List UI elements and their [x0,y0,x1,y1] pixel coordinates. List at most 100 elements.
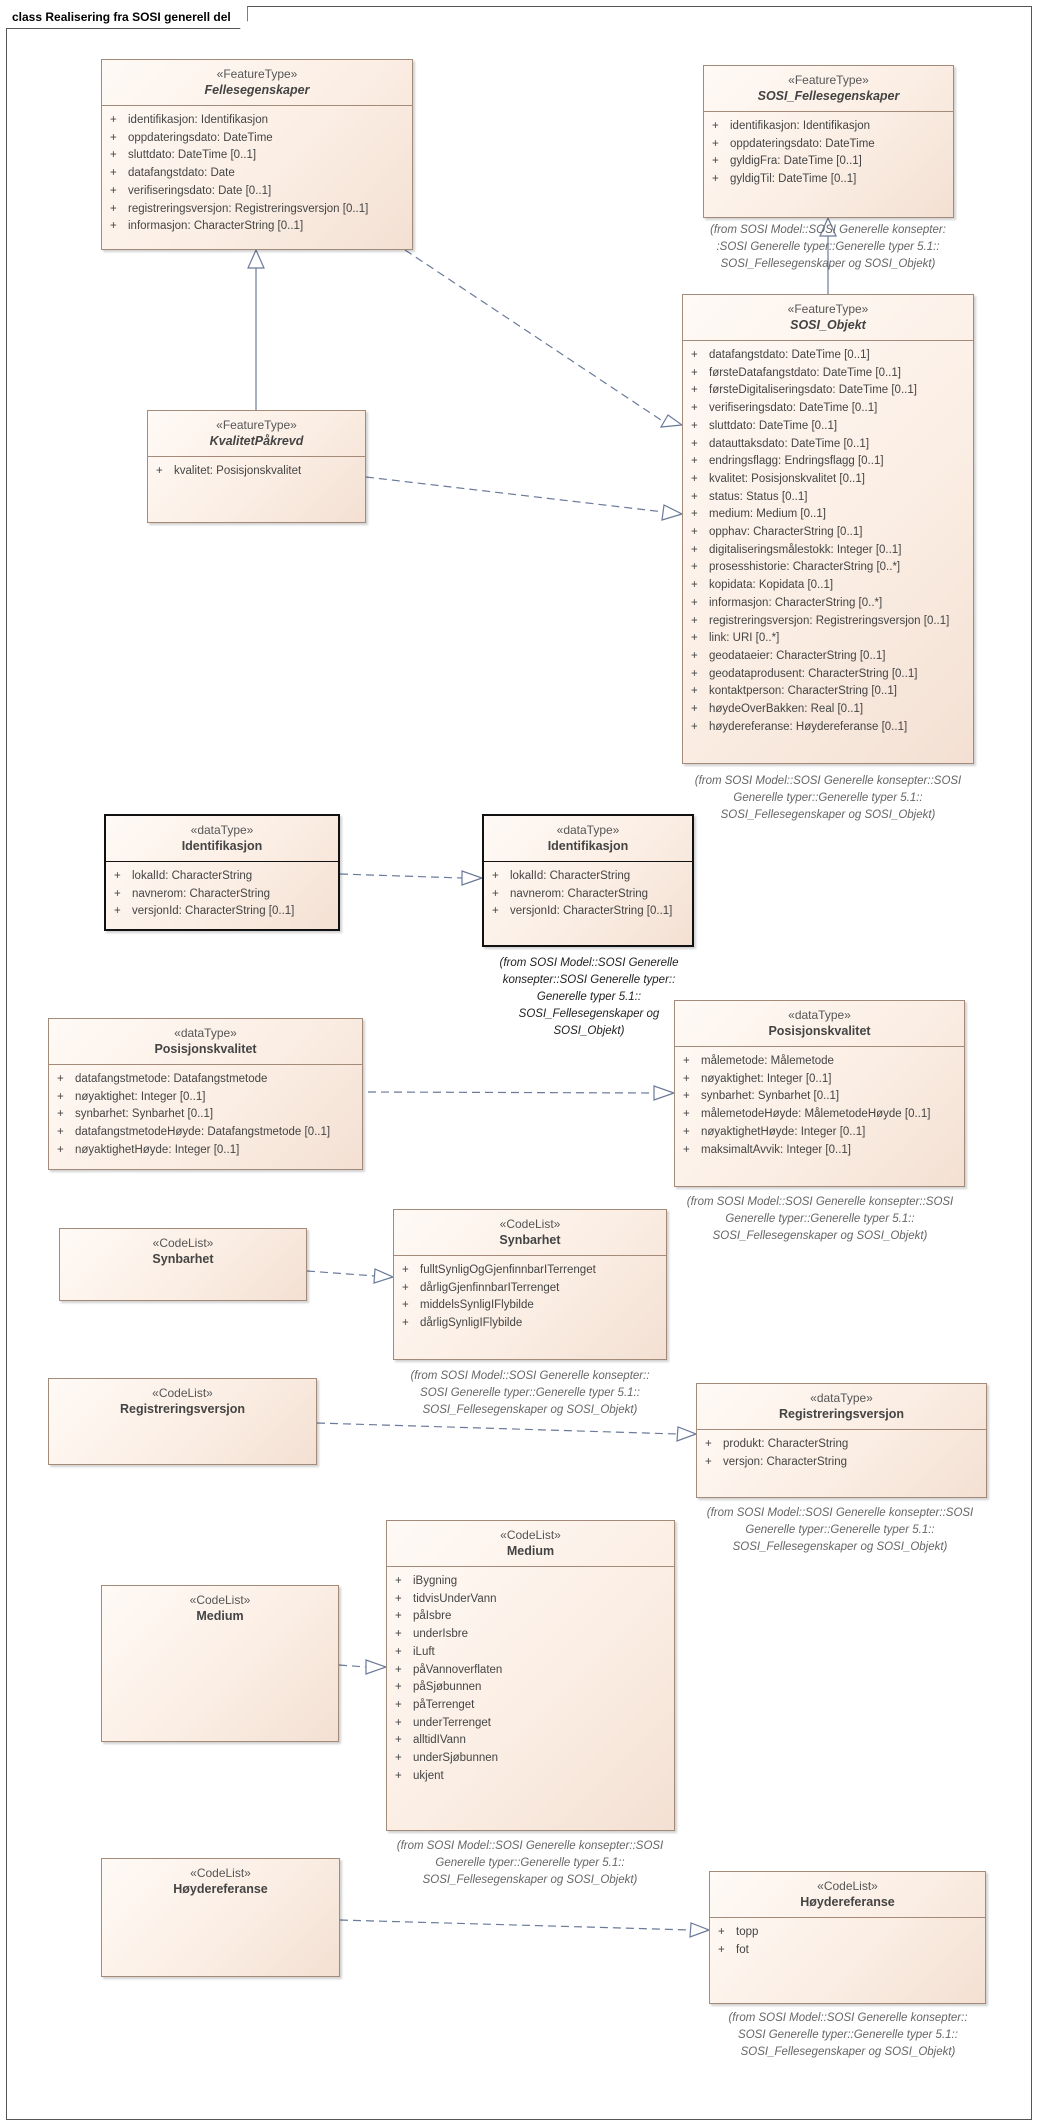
attribute-row[interactable]: +datafangstdato: DateTime [0..1] [683,347,973,365]
class-fellesegenskaper[interactable]: «FeatureType» Fellesegenskaper +identifi… [101,59,413,250]
attribute-row[interactable]: +informasjon: CharacterString [0..1] [102,218,412,236]
attribute-row[interactable]: +nøyaktighetHøyde: Integer [0..1] [675,1124,964,1142]
attribute-row[interactable]: +tidvisUnderVann [387,1591,674,1609]
attribute-row[interactable]: +registreringsversjon: Registreringsvers… [102,201,412,219]
class-synbarhet-sosi[interactable]: «CodeList» Synbarhet +fulltSynligOgGjenf… [393,1209,667,1360]
attribute-row[interactable]: +fot [710,1942,985,1960]
attribute-row[interactable]: +høydereferanse: Høydereferanse [0..1] [683,719,973,737]
attribute-row[interactable]: +versjon: CharacterString [697,1454,986,1472]
attribute-row[interactable]: +lokalId: CharacterString [106,868,338,886]
attribute-row[interactable]: +gyldigFra: DateTime [0..1] [704,153,953,171]
attribute-row[interactable]: +navnerom: CharacterString [106,886,338,904]
attribute-text: kvalitet: Posisjonskvalitet [174,465,302,477]
attribute-row[interactable]: +versjonId: CharacterString [0..1] [484,903,692,921]
attribute-row[interactable]: +iBygning [387,1573,674,1591]
attribute-row[interactable]: +verifiseringsdato: DateTime [0..1] [683,400,973,418]
attribute-row[interactable]: +opphav: CharacterString [0..1] [683,524,973,542]
attribute-row[interactable]: +status: Status [0..1] [683,489,973,507]
attribute-row[interactable]: +sluttdato: DateTime [0..1] [102,147,412,165]
attribute-row[interactable]: +underIsbre [387,1626,674,1644]
attribute-row[interactable]: +påVannoverflaten [387,1662,674,1680]
attribute-row[interactable]: +kontaktperson: CharacterString [0..1] [683,683,973,701]
attribute-row[interactable]: +identifikasjon: Identifikasjon [102,112,412,130]
attribute-row[interactable]: +førsteDigitaliseringsdato: DateTime [0.… [683,382,973,400]
attribute-row[interactable]: +gyldigTil: DateTime [0..1] [704,171,953,189]
attribute-row[interactable]: +datauttaksdato: DateTime [0..1] [683,436,973,454]
attribute-row[interactable]: +påTerrenget [387,1697,674,1715]
class-sosi-fellesegenskaper[interactable]: «FeatureType» SOSI_Fellesegenskaper +ide… [703,65,954,218]
attribute-row[interactable]: +underTerrenget [387,1715,674,1733]
attribute-row[interactable]: +underSjøbunnen [387,1750,674,1768]
class-identifikasjon[interactable]: «dataType» Identifikasjon +lokalId: Char… [104,814,340,931]
attribute-row[interactable]: +datafangstmetode: Datafangstmetode [49,1071,362,1089]
attribute-row[interactable]: +navnerom: CharacterString [484,886,692,904]
attribute-row[interactable]: +endringsflagg: Endringsflagg [0..1] [683,453,973,471]
class-hoydereferanse[interactable]: «CodeList» Høydereferanse [101,1858,340,1977]
class-sosi-objekt[interactable]: «FeatureType» SOSI_Objekt +datafangstdat… [682,294,974,764]
attribute-row[interactable]: +geodataprodusent: CharacterString [0..1… [683,666,973,684]
attribute-row[interactable]: +alltidIVann [387,1732,674,1750]
class-posisjonskvalitet[interactable]: «dataType» Posisjonskvalitet +datafangst… [48,1018,363,1170]
attribute-row[interactable]: +nøyaktighetHøyde: Integer [0..1] [49,1142,362,1160]
attribute-row[interactable]: +fulltSynligOgGjenfinnbarITerrenget [394,1262,666,1280]
attribute-row[interactable]: +geodataeier: CharacterString [0..1] [683,648,973,666]
class-registreringsversjon[interactable]: «CodeList» Registreringsversjon [48,1378,317,1465]
attribute-row[interactable]: +kvalitet: Posisjonskvalitet [148,463,365,481]
class-registreringsversjon-sosi[interactable]: «dataType» Registreringsversjon +produkt… [696,1383,987,1498]
attribute-row[interactable]: + topp [710,1924,985,1942]
class-medium-sosi[interactable]: «CodeList» Medium +iBygning+tidvisUnderV… [386,1520,675,1831]
visibility-marker: + [57,1073,64,1085]
note-line: :SOSI Generelle typer::Generelle typer 5… [716,241,940,253]
class-kvalitet-pakrevd[interactable]: «FeatureType» KvalitetPåkrevd +kvalitet:… [147,410,366,523]
attribute-row[interactable]: +link: URI [0..*] [683,630,973,648]
visibility-marker: + [718,1926,725,1938]
attribute-row[interactable]: +målemetode: Målemetode [675,1053,964,1071]
class-synbarhet[interactable]: «CodeList» Synbarhet [59,1228,307,1301]
attribute-row[interactable]: +informasjon: CharacterString [0..*] [683,595,973,613]
attribute-text: lokalId: CharacterString [132,870,253,882]
diagram-title: class Realisering fra SOSI generell del [6,6,248,29]
attribute-row[interactable]: +høydeOverBakken: Real [0..1] [683,701,973,719]
attribute-row[interactable]: +verifiseringsdato: Date [0..1] [102,183,412,201]
attribute-text: endringsflagg: Endringsflagg [0..1] [709,455,884,468]
attribute-row[interactable]: +prosesshistorie: CharacterString [0..*] [683,559,973,577]
attribute-row[interactable]: +oppdateringsdato: DateTime [102,130,412,148]
attribute-text: datafangstdato: Date [128,167,235,180]
visibility-marker: + [691,614,698,627]
attribute-row[interactable]: +kvalitet: Posisjonskvalitet [0..1] [683,471,973,489]
attribute-row[interactable]: +påIsbre [387,1608,674,1626]
class-identifikasjon-sosi[interactable]: «dataType» Identifikasjon +lokalId: Char… [482,814,694,947]
attribute-text: topp [736,1926,759,1938]
class-hoydereferanse-sosi[interactable]: «CodeList» Høydereferanse +topp+fot [709,1871,986,2004]
attribute-row[interactable]: +lokalId: CharacterString [484,868,692,886]
attribute-row[interactable]: +digitaliseringsmålestokk: Integer [0..1… [683,542,973,560]
attribute-row[interactable]: +iLuft [387,1644,674,1662]
attribute-row[interactable]: +medium: Medium [0..1] [683,506,973,524]
attribute-row[interactable]: +ukjent [387,1768,674,1786]
attribute-row[interactable]: +dårligGjenfinnbarITerrenget [394,1280,666,1298]
attribute-row[interactable]: +synbarhet: Synbarhet [0..1] [49,1106,362,1124]
attribute-row[interactable]: +oppdateringsdato: DateTime [704,136,953,154]
attribute-row[interactable]: +nøyaktighet: Integer [0..1] [49,1089,362,1107]
attribute-row[interactable]: +versjonId: CharacterString [0..1] [106,903,338,921]
attribute-row[interactable]: +datafangstmetodeHøyde: Datafangstmetode… [49,1124,362,1142]
attribute-row[interactable]: +maksimaltAvvik: Integer [0..1] [675,1142,964,1160]
class-medium[interactable]: «CodeList» Medium [101,1585,339,1742]
attribute-row[interactable]: +identifikasjon: Identifikasjon [704,118,953,136]
visibility-marker: + [691,649,698,662]
visibility-marker: + [691,703,698,716]
attribute-row[interactable]: +påSjøbunnen [387,1679,674,1697]
attribute-row[interactable]: +nøyaktighet: Integer [0..1] [675,1071,964,1089]
attribute-row[interactable]: +målemetodeHøyde: MålemetodeHøyde [0..1] [675,1106,964,1124]
attribute-row[interactable]: +dårligSynligIFlybilde [394,1315,666,1333]
attribute-row[interactable]: +førsteDatafangstdato: DateTime [0..1] [683,365,973,383]
attribute-row[interactable]: +datafangstdato: Date [102,165,412,183]
class-posisjonskvalitet-sosi[interactable]: «dataType» Posisjonskvalitet +målemetode… [674,1000,965,1187]
attribute-row[interactable]: +synbarhet: Synbarhet [0..1] [675,1088,964,1106]
note-line: (from SOSI Model::SOSI Generelle konsept… [410,1370,650,1382]
attribute-row[interactable]: +produkt: CharacterString [697,1436,986,1454]
attribute-row[interactable]: +sluttdato: DateTime [0..1] [683,418,973,436]
attribute-row[interactable]: +registreringsversjon: Registreringsvers… [683,613,973,631]
attribute-row[interactable]: +middelsSynligIFlybilde [394,1297,666,1315]
attribute-row[interactable]: +kopidata: Kopidata [0..1] [683,577,973,595]
